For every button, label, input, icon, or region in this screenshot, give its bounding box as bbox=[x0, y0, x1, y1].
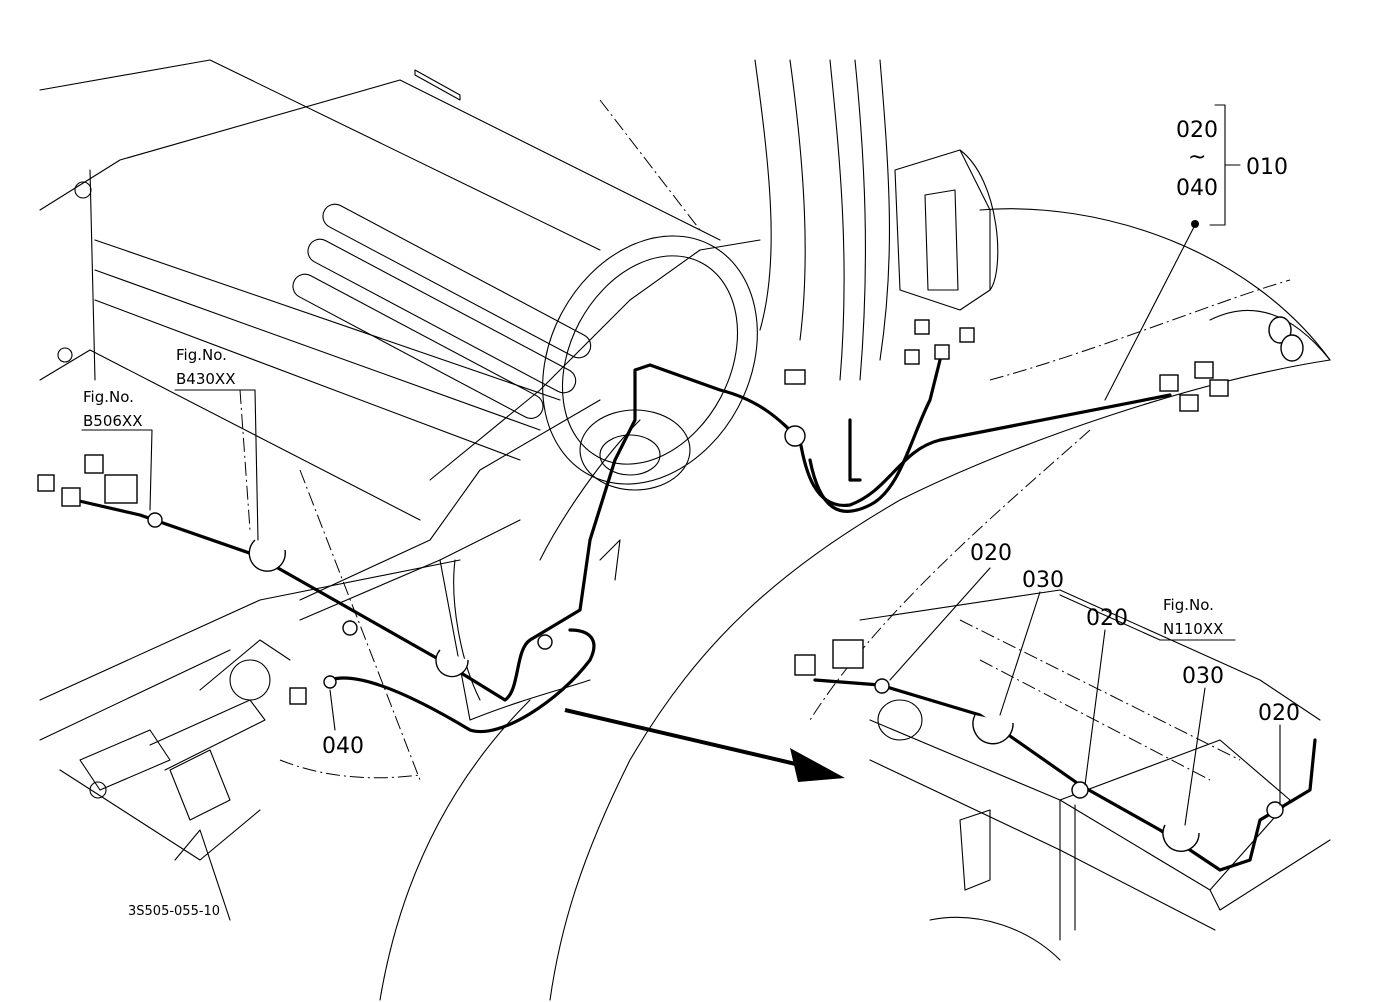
connector-plug bbox=[904, 349, 920, 365]
leader-lines bbox=[81, 104, 1281, 826]
connectors bbox=[37, 316, 1304, 852]
fender bbox=[379, 208, 1331, 1001]
clamp bbox=[1266, 801, 1284, 819]
fig-ref-b506-label: Fig.No. bbox=[83, 388, 134, 406]
rops-pillar bbox=[754, 59, 891, 381]
connector-plug bbox=[914, 319, 930, 335]
pedal-assembly bbox=[79, 639, 291, 921]
connector-plug bbox=[1209, 379, 1229, 397]
callout-020-detail-a: 020 bbox=[970, 541, 1012, 566]
clamp bbox=[147, 512, 163, 528]
seat-base bbox=[299, 239, 761, 721]
connector-plug bbox=[84, 454, 104, 474]
band-clamp bbox=[972, 714, 1014, 745]
connector-plug bbox=[61, 487, 81, 507]
connector-plug bbox=[37, 474, 55, 492]
connector-plug bbox=[1179, 394, 1199, 412]
callout-040: 040 bbox=[322, 734, 364, 759]
rear-lamp bbox=[894, 149, 999, 311]
lamp-socket bbox=[1268, 316, 1292, 344]
grommet bbox=[784, 425, 806, 447]
detail-arrow bbox=[564, 708, 845, 782]
connector-block bbox=[104, 474, 138, 504]
seat-grooves bbox=[292, 203, 592, 419]
connector-plug bbox=[794, 654, 816, 676]
connector-block bbox=[832, 639, 864, 669]
callout-020-range-start: 020 bbox=[1176, 118, 1218, 143]
fig-ref-n110-code: N110XX bbox=[1163, 620, 1223, 638]
band-clamp bbox=[248, 539, 286, 572]
connector-plug bbox=[289, 687, 307, 705]
clamp bbox=[874, 678, 890, 694]
clamp bbox=[537, 634, 553, 650]
connector-plug bbox=[934, 344, 950, 360]
lamp-socket bbox=[1280, 334, 1304, 362]
fig-ref-b506-code: B506XX bbox=[83, 412, 142, 430]
construction-lines bbox=[239, 99, 1091, 781]
callout-labels: 020 ~ 040 010 040 020 030 020 030 020 Fi… bbox=[83, 118, 1300, 919]
callout-010-assembly: 010 bbox=[1246, 155, 1288, 180]
connector-plug bbox=[1194, 361, 1214, 379]
chassis-outline bbox=[39, 59, 721, 861]
clamp bbox=[323, 675, 337, 689]
fig-ref-n110-label: Fig.No. bbox=[1163, 596, 1214, 614]
band-clamp bbox=[435, 649, 469, 678]
wiring-harness bbox=[73, 358, 1317, 872]
connector-plug bbox=[784, 369, 806, 385]
callout-range-tilde: ~ bbox=[1188, 145, 1206, 170]
fig-ref-b430-label: Fig.No. bbox=[176, 346, 227, 364]
callout-030-detail-a: 030 bbox=[1022, 568, 1064, 593]
detail-view-frame bbox=[859, 589, 1331, 961]
clamp bbox=[342, 620, 358, 636]
callout-020-detail-b: 020 bbox=[1086, 606, 1128, 631]
clamp bbox=[1071, 781, 1089, 799]
connector-plug bbox=[959, 327, 975, 343]
callout-020-detail-c: 020 bbox=[1258, 701, 1300, 726]
connector-plug bbox=[1159, 374, 1179, 392]
steering-wheel bbox=[542, 235, 758, 491]
drawing-code: 3S505-055-10 bbox=[128, 904, 220, 919]
callout-030-detail-b: 030 bbox=[1182, 664, 1224, 689]
fig-ref-b430-code: B430XX bbox=[176, 370, 235, 388]
callout-040-range-end: 040 bbox=[1176, 176, 1218, 201]
band-clamp bbox=[1162, 824, 1200, 852]
